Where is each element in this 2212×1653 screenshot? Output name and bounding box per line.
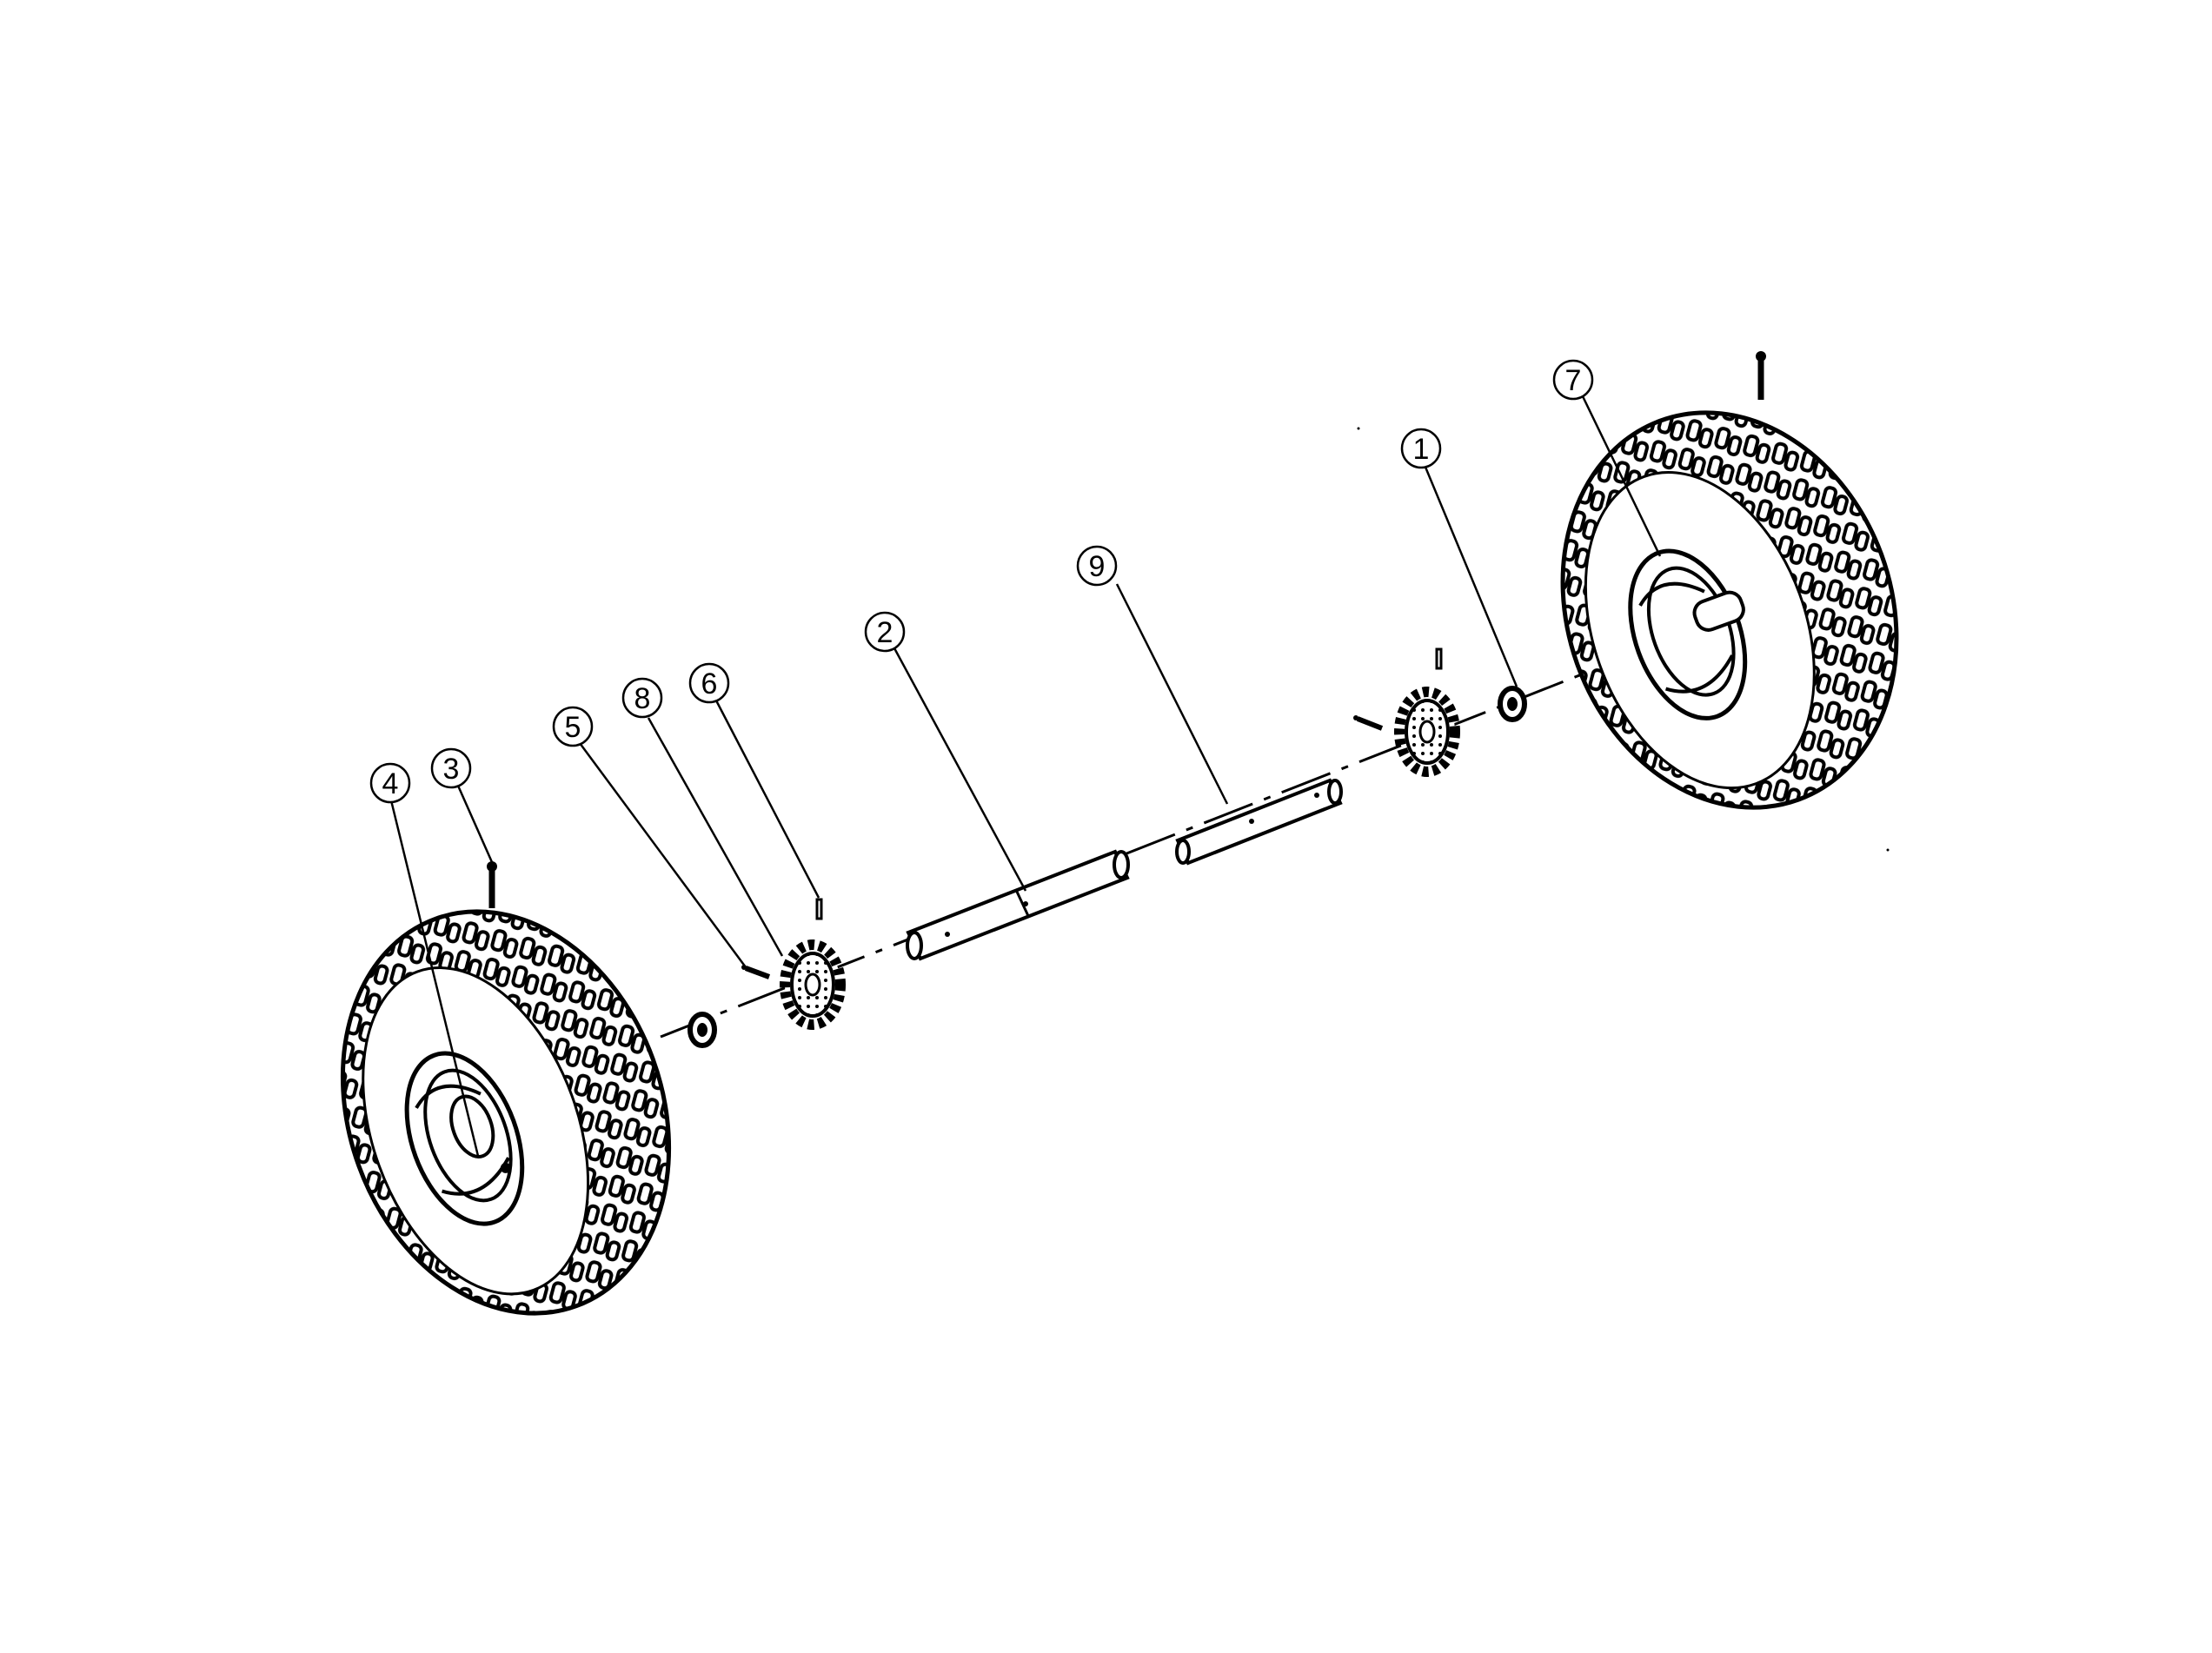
callout-3: 3	[430, 747, 472, 789]
svg-text:2: 2	[877, 616, 893, 649]
axle-shaft	[1175, 778, 1343, 866]
svg-text:1: 1	[1413, 433, 1430, 466]
svg-text:8: 8	[634, 682, 651, 715]
right-pin	[1353, 715, 1384, 731]
axle-tube	[906, 849, 1130, 961]
right-wheel	[1560, 410, 1899, 810]
callout-8: 8	[621, 677, 663, 719]
svg-text:7: 7	[1565, 364, 1582, 397]
svg-text:6: 6	[701, 667, 718, 700]
callout-7: 7	[1552, 359, 1594, 401]
right-bolt	[1756, 351, 1766, 400]
left-key	[815, 898, 823, 920]
callout-6: 6	[688, 662, 730, 704]
stray-dot	[1886, 848, 1890, 852]
left-bolt	[487, 861, 497, 908]
callout-5: 5	[552, 706, 594, 747]
right-bushing	[1498, 686, 1527, 722]
callout-9: 9	[1076, 545, 1118, 587]
callout-2: 2	[864, 611, 906, 653]
right-sprocket	[1394, 687, 1460, 777]
left-sprocket	[780, 939, 846, 1030]
svg-text:3: 3	[443, 753, 460, 786]
left-bushing	[688, 1012, 717, 1048]
stray-dot	[1357, 427, 1360, 430]
leader-lines	[389, 394, 1662, 1157]
svg-text:9: 9	[1089, 550, 1106, 583]
callout-4: 4	[369, 762, 411, 804]
svg-text:5: 5	[565, 711, 581, 744]
svg-text:4: 4	[382, 767, 399, 800]
left-wheel	[340, 909, 672, 1316]
callout-1: 1	[1400, 428, 1442, 469]
right-key	[1435, 647, 1443, 670]
